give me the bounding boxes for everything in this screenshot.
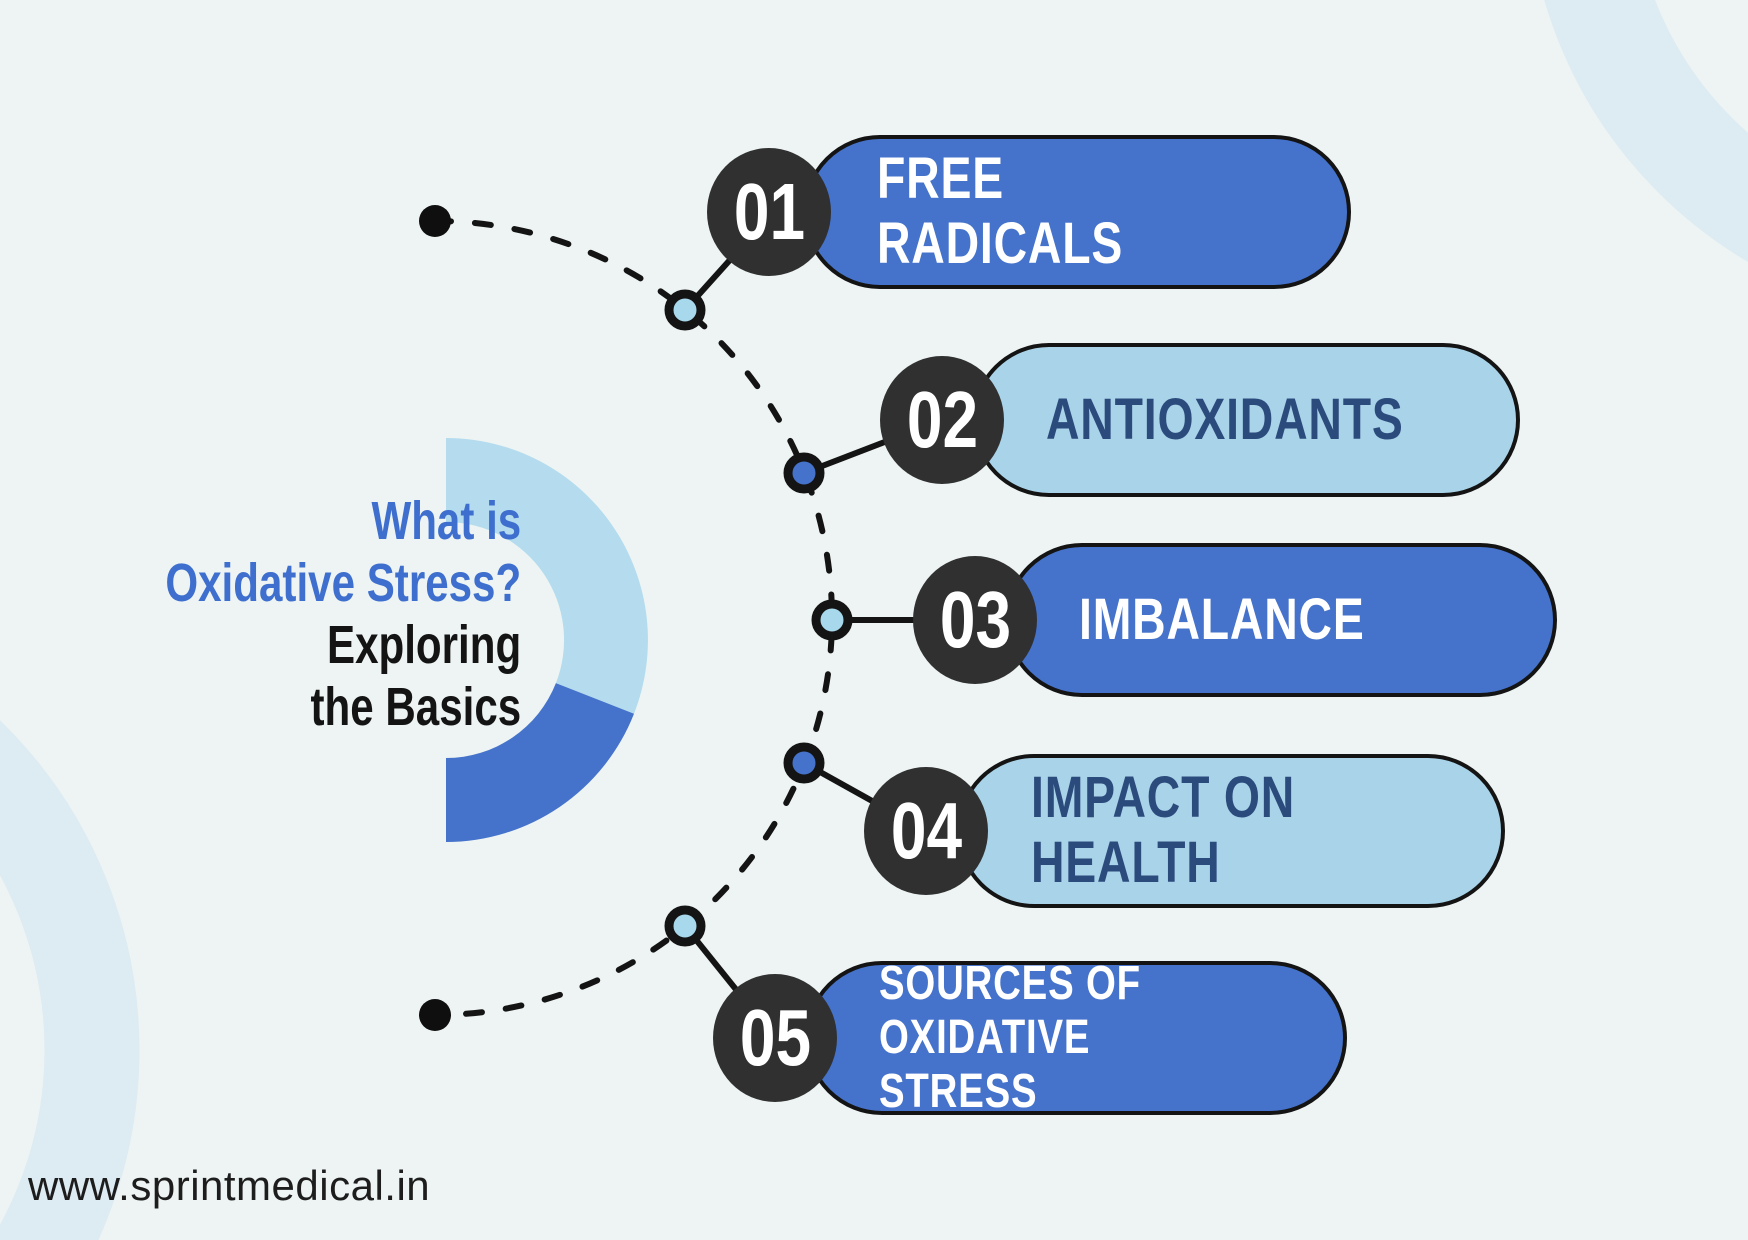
page-title: What is Oxidative Stress? Exploring the … bbox=[165, 490, 521, 738]
step-pill-sources-of-oxidative-stress: SOURCES OF OXIDATIVE STRESS bbox=[805, 957, 1347, 1118]
step-label: IMBALANCE bbox=[1079, 586, 1365, 652]
step-pill-antioxidants: ANTIOXIDANTS bbox=[972, 343, 1520, 497]
step-number: 01 bbox=[733, 167, 805, 256]
arc-end-dot-bottom-icon bbox=[419, 999, 451, 1031]
donut-arc-blue-segment-icon bbox=[446, 683, 634, 842]
step-label: IMPACT ON HEALTH bbox=[1031, 765, 1296, 895]
step-number-badge-5: 05 bbox=[713, 974, 837, 1102]
step-number: 02 bbox=[906, 375, 978, 464]
step-number-badge-1: 01 bbox=[707, 148, 831, 276]
timeline-node-5-icon bbox=[664, 905, 706, 947]
step-number: 05 bbox=[739, 993, 811, 1082]
step-number-badge-2: 02 bbox=[880, 356, 1004, 484]
donut-arc-light-segment-icon bbox=[446, 438, 648, 714]
step-number-badge-4: 04 bbox=[864, 767, 988, 895]
step-number: 03 bbox=[939, 575, 1011, 664]
step-label: ANTIOXIDANTS bbox=[1046, 386, 1404, 452]
step-number-badge-3: 03 bbox=[913, 556, 1037, 684]
step-label: SOURCES OF OXIDATIVE STRESS bbox=[879, 957, 1141, 1118]
timeline-node-4-icon bbox=[783, 742, 825, 784]
title-line-1: What is bbox=[371, 491, 521, 551]
timeline-node-3-icon bbox=[811, 599, 853, 641]
step-label: FREE RADICALS bbox=[877, 146, 1124, 276]
step-number: 04 bbox=[890, 786, 962, 875]
title-line-2: Oxidative Stress? bbox=[165, 553, 521, 613]
subtitle-line-1: Exploring bbox=[326, 615, 521, 675]
timeline-node-1-icon bbox=[664, 289, 706, 331]
subtitle-line-2: the Basics bbox=[310, 677, 521, 737]
step-pill-free-radicals: FREE RADICALS bbox=[803, 135, 1351, 289]
step-pill-impact-on-health: IMPACT ON HEALTH bbox=[957, 754, 1505, 908]
website-url: www.sprintmedical.in bbox=[28, 1162, 431, 1209]
decor-ring-top-right-icon bbox=[1544, 0, 1748, 262]
dashed-timeline-arc bbox=[432, 218, 835, 1018]
arc-end-dot-top-icon bbox=[419, 205, 451, 237]
timeline-node-2-icon bbox=[783, 452, 825, 494]
decor-ring-bottom-left-icon bbox=[0, 720, 140, 1240]
step-pill-imbalance: IMBALANCE bbox=[1005, 543, 1557, 697]
